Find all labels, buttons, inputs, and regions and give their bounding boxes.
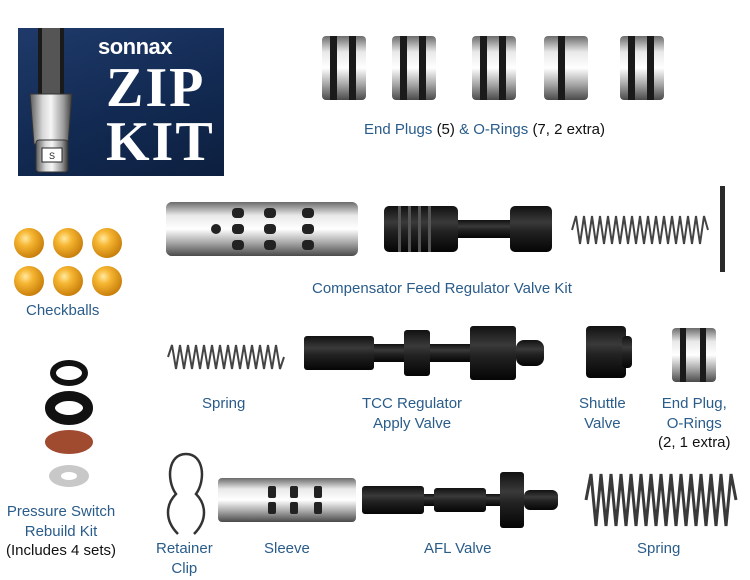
shuttle-line2: Valve xyxy=(584,414,621,432)
end-plug xyxy=(472,36,516,100)
checkballs-image xyxy=(14,228,122,296)
psw-line1: Pressure Switch xyxy=(6,503,116,520)
end-plugs-text: End Plugs xyxy=(364,121,433,138)
tcc-regulator-valve-image xyxy=(304,326,544,380)
sonnax-zip-kit-logo: S sonnax ZIP KIT xyxy=(18,28,224,176)
end-plug xyxy=(620,36,664,100)
compensator-sleeve-image xyxy=(166,202,358,256)
endplug-line1: End Plug, xyxy=(661,395,727,412)
retainer-line1: Retainer xyxy=(156,540,213,557)
sleeve-label: Sleeve xyxy=(264,540,310,557)
tcc-label: TCC Regulator Apply Valve xyxy=(362,394,462,433)
retainer-line2: Clip xyxy=(171,559,198,577)
shuttle-valve-image xyxy=(586,326,632,378)
end-plugs-image xyxy=(322,36,664,100)
psw-line3: (Includes 4 sets) xyxy=(6,542,117,559)
end-plugs-label: End Plugs (5) & O-Rings (7, 2 extra) xyxy=(364,120,605,139)
tcc-line1: TCC Regulator xyxy=(362,395,463,412)
sleeve-image xyxy=(218,478,356,522)
spring-large-image xyxy=(584,473,738,527)
compensator-spring-image xyxy=(571,215,709,245)
shuttle-label: Shuttle Valve xyxy=(579,394,626,433)
spring-small-image xyxy=(167,344,285,370)
pressure-switch-kit-image xyxy=(45,360,93,487)
o-rings-text: & O-Rings xyxy=(459,121,529,138)
end-plugs-count: (5) xyxy=(436,121,455,138)
logo-zip: ZIP xyxy=(106,57,206,119)
pressure-switch-label: Pressure Switch Rebuild Kit (Includes 4 … xyxy=(6,502,116,561)
endplug-line2: O-Rings xyxy=(666,414,722,432)
retaining-pin-image xyxy=(720,186,725,272)
spring-label-1: Spring xyxy=(202,395,246,412)
tcc-line2: Apply Valve xyxy=(372,414,452,432)
logo-kit: KIT xyxy=(106,111,215,173)
svg-text:S: S xyxy=(49,151,55,161)
logo-brand: sonnax xyxy=(98,34,173,59)
end-plug xyxy=(392,36,436,100)
end-plug-label: End Plug, O-Rings (2, 1 extra) xyxy=(658,394,731,453)
shuttle-line1: Shuttle xyxy=(579,395,626,412)
afl-valve-image xyxy=(362,472,558,528)
end-plug xyxy=(322,36,366,100)
psw-line2: Rebuild Kit xyxy=(24,522,98,540)
end-plug xyxy=(544,36,588,100)
retainer-clip-image xyxy=(166,452,206,535)
o-rings-count: (7, 2 extra) xyxy=(532,121,605,138)
end-plug-single-image xyxy=(672,328,716,382)
spring-label-2: Spring xyxy=(637,540,681,557)
retainer-label: Retainer Clip xyxy=(156,539,213,578)
zipper-pull-icon: S xyxy=(29,28,73,173)
compensator-valve-image xyxy=(384,206,552,252)
checkballs-label: Checkballs xyxy=(26,302,100,319)
compensator-label: Compensator Feed Regulator Valve Kit xyxy=(312,280,572,297)
afl-label: AFL Valve xyxy=(424,540,492,557)
endplug-line3: (2, 1 extra) xyxy=(658,434,731,451)
